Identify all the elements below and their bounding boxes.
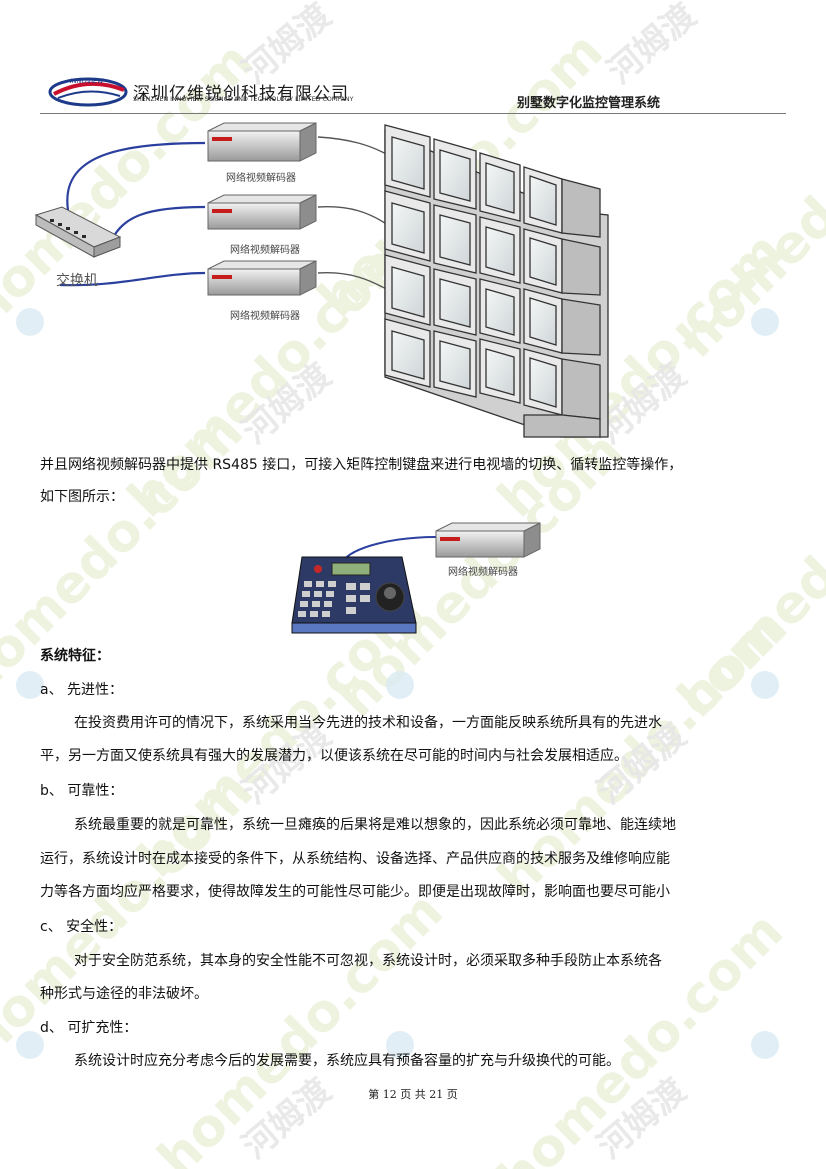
network-cables <box>59 141 206 287</box>
page-footer: 第 12 页 共 21 页 <box>368 1088 458 1101</box>
feature-title-d: d、 可扩充性： <box>40 1020 138 1036</box>
watermark-flower <box>751 1031 779 1059</box>
feature-text-d: 系统设计时应充分考虑今后的发展需要，系统应具有预备容量的扩充与升级换代的可能。 <box>74 1053 620 1069</box>
decoder-device <box>435 522 541 558</box>
company-name-en: SHENZHEN INNOVIEW SCIENCE AND TECHNOLOGY… <box>133 96 354 103</box>
feature-text-b: 力等各方面均应严格要求，使得故障发生的可能性尽可能少。即便是出现故障时，影响面也… <box>40 884 670 900</box>
system-title: 别墅数字化监控管理系统 <box>517 96 661 111</box>
control-keyboard <box>291 556 417 634</box>
decoder-caption: 网络视频解码器 <box>230 311 300 322</box>
decoder-caption: 网络视频解码器 <box>230 245 300 256</box>
page-header: INNOVIEW 深圳亿维锐创科技有限公司 SHENZHEN INNOVIEW … <box>0 0 826 120</box>
watermark-text: homedo.com <box>667 421 826 729</box>
keyboard-diagram-drawing <box>291 522 541 634</box>
feature-text-b: 运行，系统设计时在成本接受的条件下，从系统结构、设备选择、产品供应商的技术服务及… <box>40 851 670 867</box>
tv-wall <box>384 124 609 438</box>
feature-text-a: 在投资费用许可的情况下，系统采用当今先进的技术和设备，一方面能反映系统所具有的先… <box>74 715 662 731</box>
intro-line: 并且网络视频解码器中提供 RS485 接口，可接入矩阵控制键盘来进行电视墙的切换… <box>40 457 683 473</box>
network-diagram-drawing <box>34 122 609 438</box>
switch-caption: 交换机 <box>56 273 98 289</box>
decoder-caption: 网络视频解码器 <box>448 567 518 578</box>
logo-text: INNOVIEW <box>70 77 104 85</box>
feature-text-c: 种形式与途径的非法破坏。 <box>40 986 208 1002</box>
feature-title-b: b、 可靠性： <box>40 783 124 799</box>
feature-title-c: c、 安全性： <box>40 919 123 935</box>
feature-title-a: a、 先进性： <box>40 682 124 698</box>
watermark-flower <box>751 671 779 699</box>
company-logo: INNOVIEW <box>48 77 128 107</box>
watermark-flower <box>386 671 414 699</box>
network-diagram: 网络视频解码器 网络视频解码器 网络视频解码器 交换机 <box>0 115 826 445</box>
video-cables <box>317 136 389 291</box>
decoder-device <box>207 122 317 296</box>
watermark-text: homedo.com <box>487 901 795 1169</box>
network-switch <box>34 206 122 258</box>
feature-text-c: 对于安全防范系统，其本身的安全性能不可忽视，系统设计时，必须采取多种手段防止本系… <box>74 953 662 969</box>
watermark-text: homedo.com <box>0 401 255 709</box>
intro-line: 如下图所示： <box>40 489 124 505</box>
watermark-text: homedo.com <box>147 881 455 1169</box>
keyboard-diagram: 网络视频解码器 <box>280 515 610 640</box>
decoder-caption: 网络视频解码器 <box>226 173 296 184</box>
company-name-cn: 深圳亿维锐创科技有限公司 <box>133 84 349 104</box>
features-heading: 系统特征： <box>40 648 110 664</box>
header-divider <box>40 113 786 114</box>
feature-text-a: 平，另一方面又使系统具有强大的发展潜力，以便该系统在尽可能的时间内与社会发展相适… <box>40 748 628 764</box>
feature-text-b: 系统最重要的就是可靠性，系统一旦瘫痪的后果将是难以想象的，因此系统必须可靠地、能… <box>74 817 676 833</box>
